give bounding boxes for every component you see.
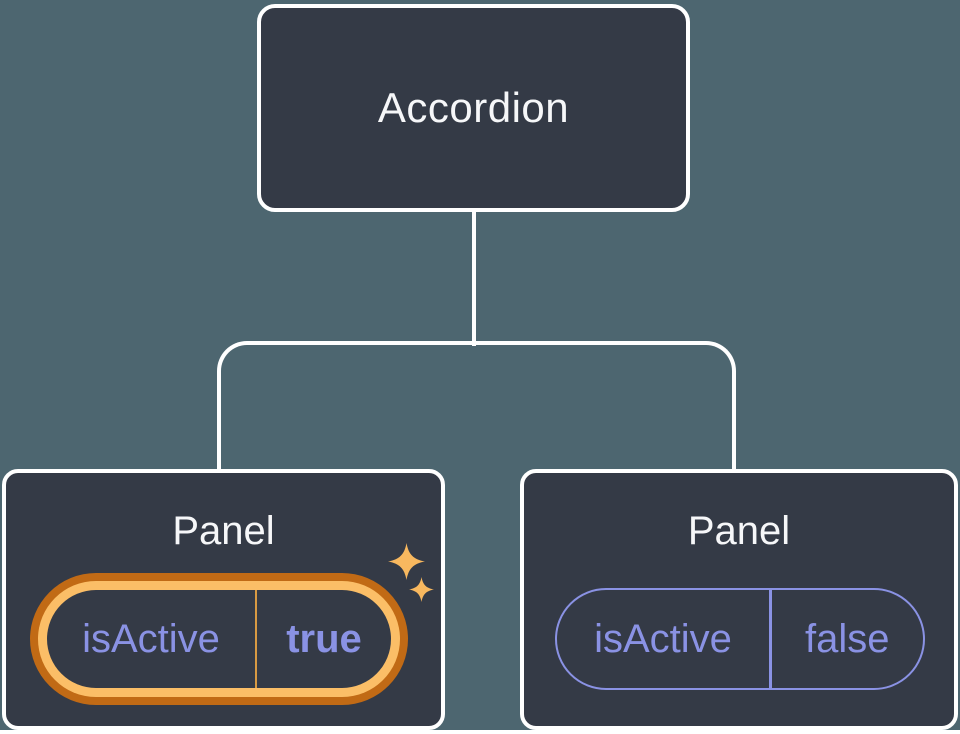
- prop-value-label: false: [805, 617, 890, 661]
- accordion-node: Accordion: [257, 4, 690, 212]
- sparkle-icon-small: [409, 577, 434, 602]
- accordion-node-label: Accordion: [377, 84, 570, 131]
- state-pill-active: isActive true: [30, 573, 408, 705]
- bottom-edge-strip: [0, 730, 960, 734]
- panel-title: Panel: [687, 509, 791, 553]
- prop-name-label: isActive: [82, 617, 220, 661]
- prop-value-label: true: [286, 617, 362, 661]
- prop-name-label: isActive: [594, 617, 732, 661]
- panel-title: Panel: [172, 509, 275, 553]
- state-pill-inactive: isActive false: [555, 588, 925, 690]
- connector-stem-line: [472, 210, 476, 346]
- state-pill-active-core: isActive true: [47, 590, 391, 688]
- state-pill-active-inner-ring: isActive true: [38, 581, 400, 697]
- pill-divider: [255, 590, 257, 688]
- pill-divider: [769, 590, 772, 688]
- connector-branch-lines: [217, 341, 736, 471]
- sparkle-icon-large: [388, 543, 425, 580]
